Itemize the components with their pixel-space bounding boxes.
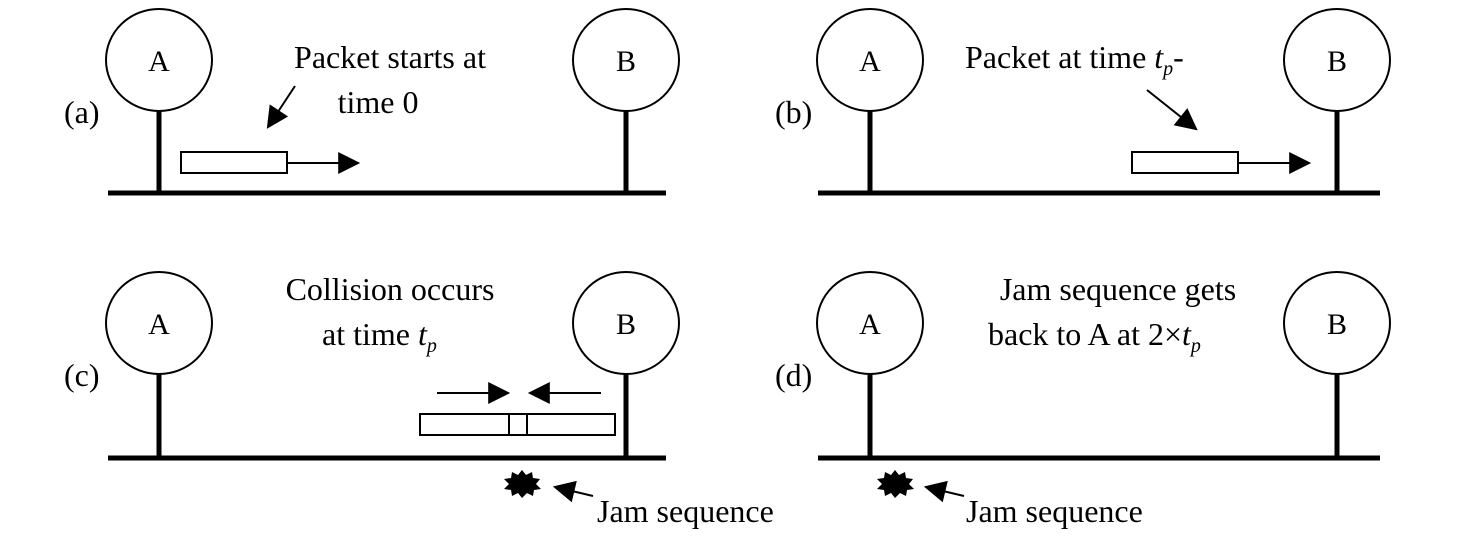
panel-c-jam-burst (504, 470, 541, 498)
panel-d-caption-line1: Jam sequence gets (1000, 271, 1236, 307)
panel-b-node-b: B (1283, 8, 1391, 193)
panel-b-tag: (b) (775, 94, 812, 130)
panel-a-caption-line1: Packet starts at (294, 39, 486, 75)
panel-a-node-a: A (105, 8, 213, 193)
panel-c-jam-pointer (552, 480, 594, 503)
panel-a-tag: (a) (64, 94, 100, 130)
panel-c-node-a-label: A (148, 308, 170, 341)
panel-d-jam-pointer (923, 480, 965, 503)
panel-c: (c) A B Collision occurs at time tp Jam … (64, 271, 774, 529)
panel-d: (d) A B Jam sequence gets back to A at 2… (775, 271, 1391, 529)
panel-c-tag: (c) (64, 357, 100, 393)
panel-a: (a) A B Packet starts at time 0 (64, 8, 680, 196)
panel-b-caption-var: t (1154, 39, 1164, 75)
panel-c-jam-label: Jam sequence (597, 493, 774, 529)
panel-d-node-b: B (1283, 271, 1391, 458)
panel-d-jam-burst (877, 470, 914, 498)
panel-b-packet (1131, 151, 1239, 174)
panel-c-collision-overlap (508, 413, 528, 436)
panel-b-caption-pointer (1146, 89, 1198, 131)
panel-d-caption-var: t (1182, 316, 1192, 352)
panel-c-caption-line2-prefix: at time (322, 316, 418, 352)
panel-a-node-b-label: B (616, 45, 636, 78)
panel-d-tag: (d) (775, 357, 812, 393)
panel-b-node-a-label: A (859, 45, 881, 78)
panel-b-caption-prefix: Packet at time (965, 39, 1154, 75)
panel-d-caption-line2-prefix: back to A at 2× (988, 316, 1182, 352)
panel-a-caption-line2: time 0 (338, 84, 419, 120)
panel-d-node-a-label: A (859, 308, 881, 341)
panel-d-caption-sub: p (1189, 335, 1201, 357)
panel-a-caption-pointer (266, 85, 296, 129)
panel-b-caption-sub: p (1161, 58, 1173, 80)
panel-c-node-b: B (572, 271, 680, 458)
panel-c-node-b-label: B (616, 308, 636, 341)
panel-d-node-a: A (816, 271, 924, 458)
panel-c-caption-line2: at time tp (322, 316, 437, 357)
panel-d-node-b-label: B (1327, 308, 1347, 341)
panel-d-caption-line2: back to A at 2×tp (988, 316, 1201, 357)
panel-b-node-b-label: B (1327, 45, 1347, 78)
panel-b-caption-suffix: - (1173, 39, 1184, 75)
panel-a-packet (180, 151, 288, 174)
panel-c-caption-var: t (418, 316, 428, 352)
panel-b: (b) A B Packet at time tp- (775, 8, 1391, 196)
panel-c-node-a: A (105, 271, 213, 458)
panel-a-node-a-label: A (148, 45, 170, 78)
panel-b-node-a: A (816, 8, 924, 193)
panel-a-node-b: B (572, 8, 680, 193)
panel-c-caption-line1: Collision occurs (286, 271, 495, 307)
panel-b-caption: Packet at time tp- (965, 39, 1184, 80)
panel-d-jam-label: Jam sequence (966, 493, 1143, 529)
panel-c-caption-sub: p (425, 335, 437, 357)
